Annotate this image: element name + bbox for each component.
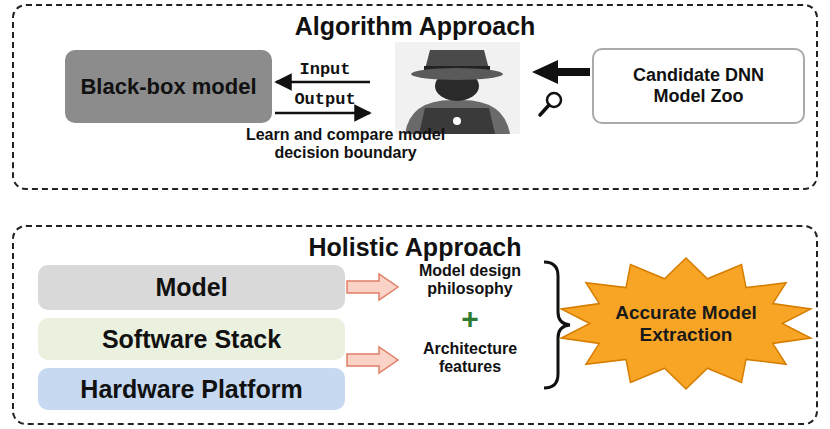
box-label: Black-box model [80, 74, 256, 99]
starburst-fill [561, 258, 811, 389]
process-box: Black-box model [65, 50, 272, 123]
box-label: Hardware Platform [80, 375, 302, 404]
box-label: Candidate DNN Model Zoo [614, 65, 784, 106]
zoo-arrow [532, 60, 590, 84]
output-arrow [275, 112, 370, 115]
process-box: Hardware Platform [38, 368, 345, 410]
panel-title: Holistic Approach [14, 233, 816, 262]
annotation-label: Output [285, 90, 365, 110]
process-box: Model [38, 265, 345, 310]
process-box: Candidate DNN Model Zoo [592, 48, 805, 124]
brace [544, 262, 570, 388]
block-arrow [347, 274, 398, 300]
box-label: Software Stack [102, 325, 281, 354]
annotation-label: Input [285, 60, 365, 80]
starburst-shape: Accurate Model Extraction [556, 256, 816, 391]
hacker-icon [395, 42, 520, 134]
approach-panel: Holistic ApproachModelSoftware StackHard… [12, 225, 818, 425]
input-arrow [276, 81, 370, 84]
block-arrow [347, 347, 398, 373]
annotation-label: Learn and compare model decision boundar… [238, 126, 453, 163]
annotation-label: Architecture features [410, 340, 530, 377]
magnifier-icon [540, 93, 561, 115]
process-box: Software Stack [38, 318, 345, 360]
box-label: Accurate Model Extraction [611, 302, 761, 346]
box-label: Model [155, 273, 227, 302]
annotation-label: + [450, 302, 490, 337]
approach-panel: Algorithm ApproachBlack-box model Candida… [12, 4, 818, 190]
annotation-label: Model design philosophy [395, 262, 545, 299]
panel-title: Algorithm Approach [14, 12, 816, 41]
